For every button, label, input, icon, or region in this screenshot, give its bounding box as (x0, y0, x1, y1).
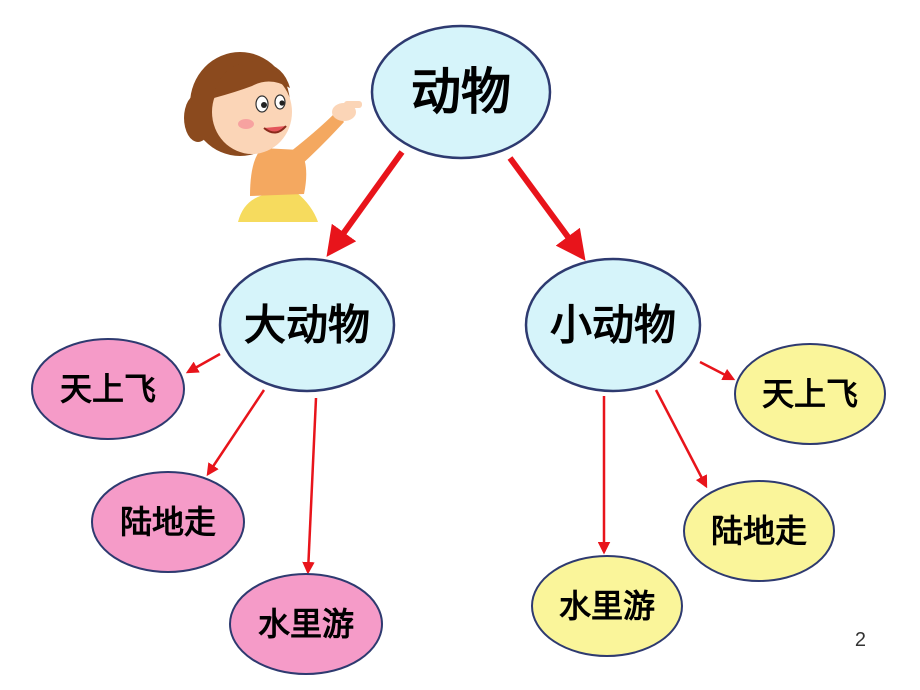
node-small-animals-label: 小动物 (550, 301, 676, 350)
leaf-big-land: 陆地走 (91, 471, 245, 573)
leaf-small-water-label: 水里游 (559, 587, 655, 625)
node-small-animals: 小动物 (524, 257, 702, 393)
arrows (185, 150, 736, 575)
leaf-small-sky-label: 天上飞 (762, 375, 858, 413)
arrow-root-to-right-branch (507, 156, 586, 261)
pointing-girl-icon (184, 52, 362, 222)
arrow-left-to-water (302, 397, 318, 575)
arrow-left-to-land (206, 389, 266, 477)
arrow-right-to-land (654, 389, 708, 489)
node-big-animals-label: 大动物 (244, 301, 370, 350)
leaf-big-water-label: 水里游 (258, 605, 354, 643)
node-big-animals: 大动物 (218, 257, 396, 393)
node-root: 动物 (370, 24, 552, 160)
leaf-small-water: 水里游 (531, 555, 683, 657)
leaf-big-sky: 天上飞 (31, 338, 185, 440)
arrow-right-to-sky (699, 360, 736, 381)
leaf-small-sky: 天上飞 (734, 343, 886, 445)
leaf-big-water: 水里游 (229, 573, 383, 675)
node-root-label: 动物 (411, 63, 511, 121)
leaf-big-sky-label: 天上飞 (60, 370, 156, 408)
arrow-root-to-left-branch (326, 150, 405, 257)
page-number: 2 (854, 629, 866, 651)
arrow-left-to-sky (185, 352, 221, 374)
leaf-big-land-label: 陆地走 (120, 503, 216, 541)
leaf-small-land: 陆地走 (683, 480, 835, 582)
leaf-small-land-label: 陆地走 (711, 512, 807, 550)
